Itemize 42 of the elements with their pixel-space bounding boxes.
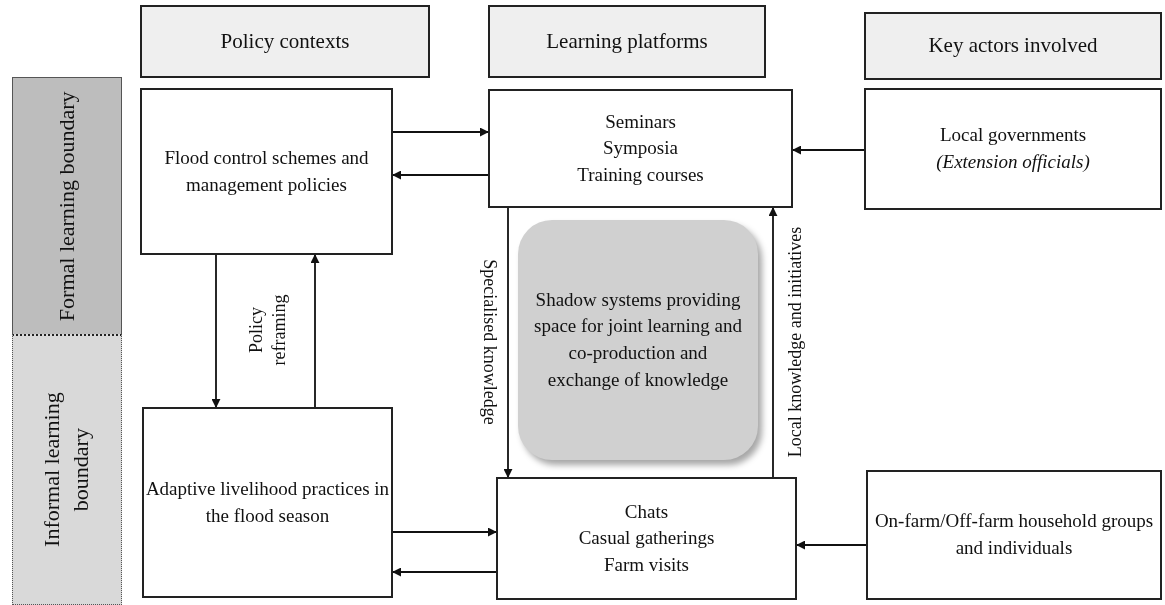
node-label: Casual gatherings	[578, 526, 715, 551]
column-header	[488, 5, 766, 78]
arrow	[392, 527, 497, 537]
node-label: On-farm/Off-farm household groups and individuals	[873, 509, 1155, 560]
header-label: Key actors involved	[928, 32, 1098, 60]
edge-label: Policy reframing	[244, 293, 290, 368]
column-header	[864, 12, 1162, 80]
process-box	[142, 407, 393, 598]
header-label: Policy contexts	[220, 27, 350, 55]
band-label: Informal learning boundary	[38, 391, 94, 550]
column-header	[140, 5, 430, 78]
edge-label: Specialised knowledge	[478, 258, 501, 427]
boundary-band	[12, 334, 122, 605]
node-label: (Extension officials)	[936, 150, 1090, 174]
arrow	[392, 567, 497, 577]
process-box	[140, 88, 393, 255]
arrow	[310, 254, 320, 408]
arrow	[392, 127, 489, 137]
rounded-box	[518, 220, 758, 460]
process-box	[864, 88, 1162, 210]
header-label: Learning platforms	[546, 27, 708, 55]
band-label: Formal learning boundary	[52, 91, 80, 321]
process-box	[866, 470, 1162, 600]
node-label: Local governments	[939, 123, 1087, 148]
node-label: Shadow systems providing space for joint learning and co-production and exchange of knowledge	[534, 287, 742, 392]
arrow	[211, 254, 221, 408]
process-box	[488, 89, 793, 208]
arrow	[796, 540, 867, 550]
arrow	[392, 170, 489, 180]
node-label: Chats	[624, 499, 669, 524]
node-label: Seminars	[605, 109, 676, 134]
node-label: Symposia	[603, 136, 678, 161]
arrow	[792, 145, 865, 155]
node-label: Farm visits	[604, 552, 689, 577]
process-box	[496, 477, 797, 600]
arrow	[768, 207, 778, 478]
node-label: Adaptive livelihood practices in the flood season	[144, 476, 391, 528]
node-label: Training courses	[577, 162, 704, 187]
boundary-band	[12, 77, 122, 334]
edge-label: Local knowledge and initiatives	[784, 225, 807, 460]
arrow	[503, 207, 513, 478]
node-label: Flood control schemes and management policies	[163, 145, 370, 197]
